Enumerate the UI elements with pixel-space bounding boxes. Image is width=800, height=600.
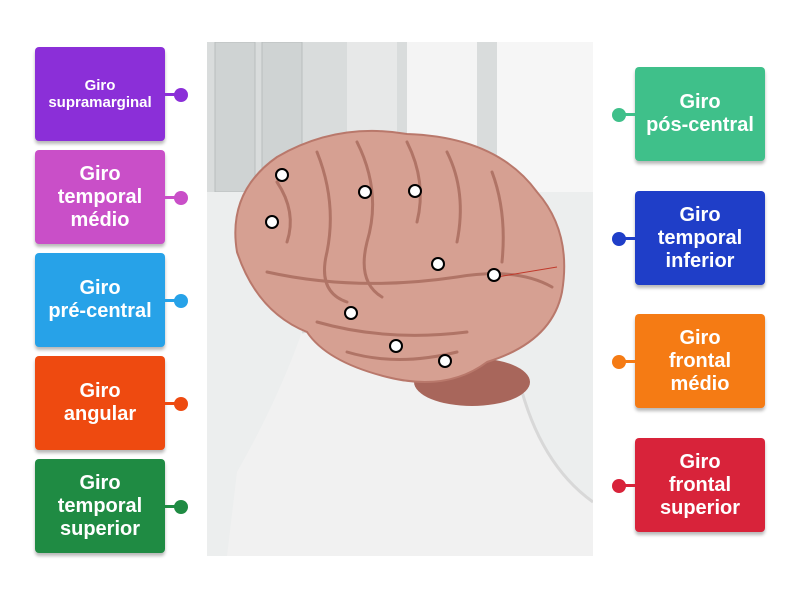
marker-dot-2[interactable] xyxy=(358,185,372,199)
marker-dot-8[interactable] xyxy=(389,339,403,353)
label-giro-temporal-inferior[interactable]: Giro temporal inferior xyxy=(612,191,765,285)
label-text: Giro pré-central xyxy=(48,277,152,322)
label-giro-frontal-superior[interactable]: Giro frontal superior xyxy=(612,438,765,532)
label-text: Giro temporal superior xyxy=(57,471,143,540)
marker-dot-6[interactable] xyxy=(487,268,501,282)
label-text: Giro temporal inferior xyxy=(657,203,743,272)
label-text: Giro frontal superior xyxy=(659,450,741,519)
label-pin-icon xyxy=(165,396,188,411)
label-pin-icon xyxy=(165,190,188,205)
label-text: Giro angular xyxy=(63,380,137,425)
label-pin-icon xyxy=(612,107,635,122)
label-pin-icon xyxy=(612,231,635,246)
label-pin-icon xyxy=(612,478,635,493)
label-giro-supramarginal[interactable]: Giro supramarginal xyxy=(35,47,188,141)
label-giro-pos-central[interactable]: Giro pós-central xyxy=(612,67,765,161)
label-text: Giro supramarginal xyxy=(48,76,152,111)
label-pin-icon xyxy=(165,293,188,308)
brain-model-icon xyxy=(207,42,593,556)
marker-dot-7[interactable] xyxy=(344,306,358,320)
brain-model-photo xyxy=(207,42,593,556)
marker-dot-3[interactable] xyxy=(408,184,422,198)
label-giro-temporal-superior[interactable]: Giro temporal superior xyxy=(35,459,188,553)
label-pin-icon xyxy=(165,87,188,102)
marker-dot-1[interactable] xyxy=(275,168,289,182)
marker-dot-5[interactable] xyxy=(431,257,445,271)
marker-dot-4[interactable] xyxy=(265,215,279,229)
label-giro-angular[interactable]: Giro angular xyxy=(35,356,188,450)
label-giro-frontal-medio[interactable]: Giro frontal médio xyxy=(612,314,765,408)
label-text: Giro frontal médio xyxy=(668,326,732,395)
label-giro-pre-central[interactable]: Giro pré-central xyxy=(35,253,188,347)
label-pin-icon xyxy=(165,499,188,514)
label-text: Giro pós-central xyxy=(646,91,754,136)
label-giro-temporal-medio[interactable]: Giro temporal médio xyxy=(35,150,188,244)
label-pin-icon xyxy=(612,354,635,369)
label-text: Giro temporal médio xyxy=(57,162,143,231)
marker-dot-9[interactable] xyxy=(438,354,452,368)
